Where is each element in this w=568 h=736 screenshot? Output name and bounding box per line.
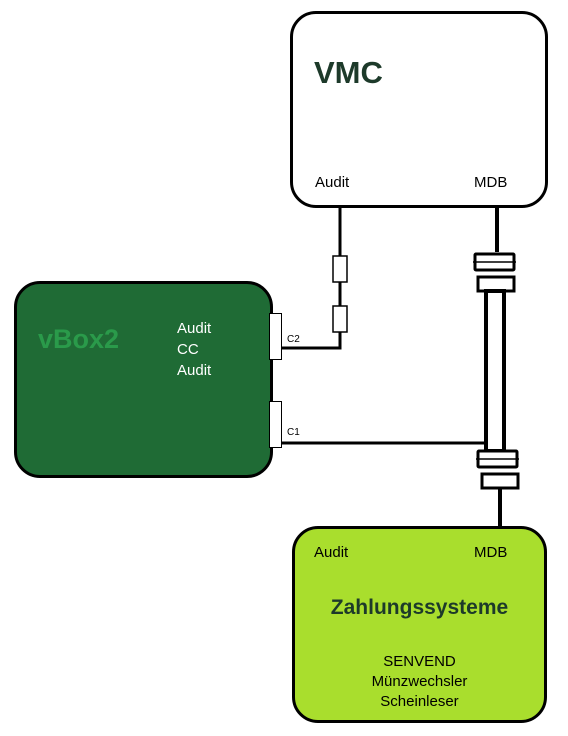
zahlungssysteme-audit-port-label: Audit <box>314 544 349 561</box>
audit-cable-plug-upper <box>332 255 348 283</box>
vbox2-port-line-cc: CC <box>177 341 199 358</box>
vbox2-connector-c2 <box>269 313 282 360</box>
zahlungssysteme-mdb-port-label: MDB <box>474 544 508 561</box>
vmc-title: VMC <box>314 55 383 90</box>
mdb-upper-connector-bottom <box>476 275 516 293</box>
device-senvend: SENVEND <box>383 653 456 670</box>
audit-cable-plug-lower <box>332 305 348 333</box>
connector-c1-label: C1 <box>287 427 300 438</box>
vbox2-box <box>14 281 273 478</box>
zahlungssysteme-device-list: SENVEND Münzwechsler Scheinleser <box>292 652 547 712</box>
vbox2-port-list: Audit CC Audit <box>177 318 211 381</box>
device-muenzwechsler: Münzwechsler <box>371 673 468 690</box>
mdb-cable <box>473 208 520 526</box>
vmc-mdb-port-label: MDB <box>474 174 508 191</box>
vbox2-connector-c1 <box>269 401 282 448</box>
device-scheinleser: Scheinleser <box>380 693 459 710</box>
zahlungssysteme-box <box>292 526 547 723</box>
zahlungssysteme-title: Zahlungssysteme <box>330 596 509 619</box>
audit-cable <box>282 208 348 350</box>
vbox2-port-line-audit-2: Audit <box>177 362 212 379</box>
vbox2-port-line-audit-1: Audit <box>177 320 212 337</box>
vmc-box <box>290 11 548 208</box>
vmc-audit-port-label: Audit <box>315 174 350 191</box>
connector-c2-label: C2 <box>287 334 300 345</box>
vbox2-title: vBox2 <box>38 324 120 354</box>
mdb-lower-connector-bottom <box>480 472 520 490</box>
